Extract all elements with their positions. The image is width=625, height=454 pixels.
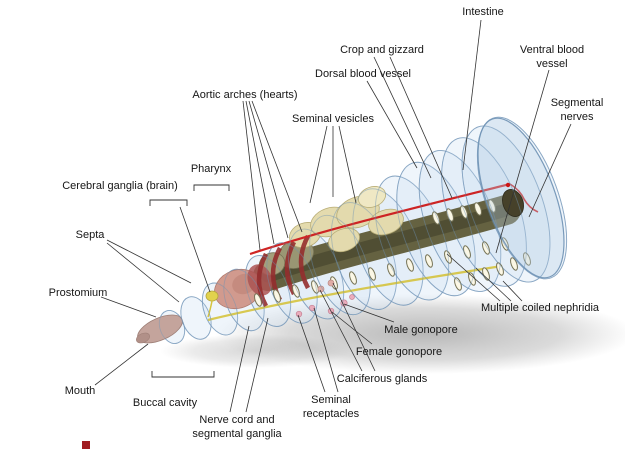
leader-seminal-receptacles-1	[297, 314, 326, 393]
label-septa: Septa	[75, 229, 105, 241]
cerebral-ganglia-shape	[205, 290, 219, 318]
label-segmental-nerves: Segmental nerves	[550, 97, 604, 123]
internal-organs	[205, 182, 539, 322]
leader-calciferous-2	[332, 282, 376, 372]
leader-nephridia-3	[502, 280, 523, 302]
label-prostomium: Prostomium	[48, 287, 108, 299]
buccal-cavity-bracket	[151, 371, 215, 378]
leader-ventral-vessel	[495, 69, 550, 254]
label-buccal-cavity: Buccal cavity	[132, 397, 198, 409]
span-brackets	[149, 184, 230, 378]
leader-nerve-cord-2	[245, 317, 269, 413]
seminal-vesicles-shape	[289, 186, 404, 253]
leader-seminal-vesicles-1	[309, 125, 328, 204]
leader-septa-1	[106, 239, 192, 284]
leader-nephridia-1	[446, 253, 501, 302]
label-crop-gizzard: Crop and gizzard	[340, 44, 424, 56]
aortic-arches-shape	[256, 234, 311, 308]
leader-female-gonopore	[331, 311, 373, 345]
tail-cross-section	[477, 117, 565, 279]
leader-intestine	[462, 19, 482, 171]
cerebral-ganglia-bracket	[149, 199, 188, 206]
label-pharynx: Pharynx	[190, 163, 232, 175]
label-cerebral-ganglia: Cerebral ganglia (brain)	[62, 180, 178, 192]
page-bullet-marker	[82, 441, 90, 449]
leader-seminal-vesicles-3	[338, 125, 357, 204]
label-multiple-coiled-nephridia: Multiple coiled nephridia	[480, 302, 600, 314]
leader-dorsal-vessel	[366, 80, 418, 169]
leader-seminal-receptacles-2	[313, 307, 339, 393]
leader-nephridia-2	[475, 267, 512, 302]
leader-aortic-4	[251, 100, 303, 233]
leader-calciferous-1	[319, 289, 363, 372]
leader-septa-2	[106, 242, 180, 303]
label-ventral-blood-vessel: Ventral blood vessel	[519, 44, 585, 70]
leader-cerebral-ganglia	[179, 206, 211, 293]
leader-nerve-cord-1	[229, 325, 250, 413]
leader-crop-gizzard-2	[389, 56, 453, 199]
leader-mouth	[94, 343, 149, 386]
leader-male-gonopore	[343, 303, 395, 323]
label-intestine: Intestine	[462, 6, 504, 18]
label-male-gonopore: Male gonopore	[384, 324, 458, 336]
label-nerve-cord: Nerve cord and segmental ganglia	[192, 414, 282, 440]
label-calciferous-glands: Calciferous glands	[336, 373, 428, 385]
label-dorsal-blood-vessel: Dorsal blood vessel	[315, 68, 411, 80]
leader-segmental-nerves	[528, 123, 572, 218]
dorsal-blood-vessel-line	[249, 182, 511, 256]
calciferous-glands-dots	[317, 279, 335, 293]
pharynx-bracket	[193, 184, 230, 191]
label-seminal-vesicles: Seminal vesicles	[292, 113, 374, 125]
leader-lines	[94, 19, 572, 413]
leader-aortic-3	[248, 100, 289, 239]
leader-prostomium	[100, 296, 157, 318]
leader-aortic-1	[242, 100, 261, 251]
label-aortic-arches: Aortic arches (hearts)	[192, 89, 298, 101]
leader-crop-gizzard-1	[373, 56, 432, 179]
leader-aortic-2	[245, 100, 275, 245]
label-female-gonopore: Female gonopore	[355, 346, 443, 358]
label-seminal-receptacles: Seminal receptacles	[302, 394, 360, 420]
label-mouth: Mouth	[64, 385, 96, 397]
